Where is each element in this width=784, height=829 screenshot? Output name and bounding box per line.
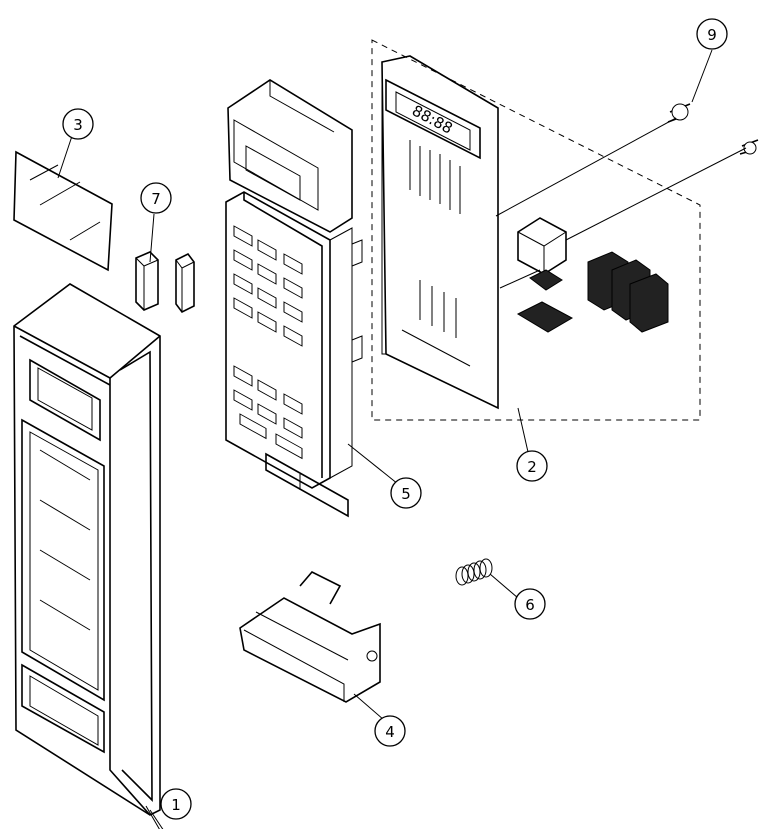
leader-lines [57, 49, 713, 829]
callout-4-label: 4 [385, 723, 395, 741]
part-7-light-pipe-right [175, 252, 195, 314]
part-6-spring [455, 558, 493, 586]
callout-4: 4 [374, 715, 406, 747]
callout-2-label: 2 [527, 458, 537, 476]
callout-6: 6 [514, 588, 546, 620]
part-3-window-lens [13, 150, 113, 272]
callout-5-label: 5 [401, 485, 411, 503]
part-1-control-panel-frame [13, 283, 161, 816]
small-switch-top [529, 269, 563, 291]
callout-6-label: 6 [525, 596, 535, 614]
part-9-screw-upper [495, 103, 691, 217]
callout-7: 7 [140, 182, 172, 214]
callout-9: 9 [696, 18, 728, 50]
callout-9-label: 9 [707, 26, 717, 44]
callout-3-label: 3 [73, 116, 83, 134]
part-4-latch-lever [239, 571, 381, 703]
part-5-keypad-assembly [225, 79, 363, 518]
callout-5: 5 [390, 477, 422, 509]
part-2-control-board: 88:88 [371, 39, 701, 421]
relay-block [517, 217, 567, 275]
switch-cluster [587, 251, 669, 333]
callout-1: 1 [160, 788, 192, 820]
callout-7-label: 7 [151, 190, 161, 208]
callout-3: 3 [62, 108, 94, 140]
display-digits: 88:88 [409, 101, 456, 137]
callout-2: 2 [516, 450, 548, 482]
keypad-keys [233, 225, 303, 460]
part-7-light-pipe-left [135, 251, 159, 311]
part-9-screw-lower [499, 139, 759, 289]
small-switch-bottom [516, 301, 574, 333]
callout-1-label: 1 [171, 796, 181, 814]
